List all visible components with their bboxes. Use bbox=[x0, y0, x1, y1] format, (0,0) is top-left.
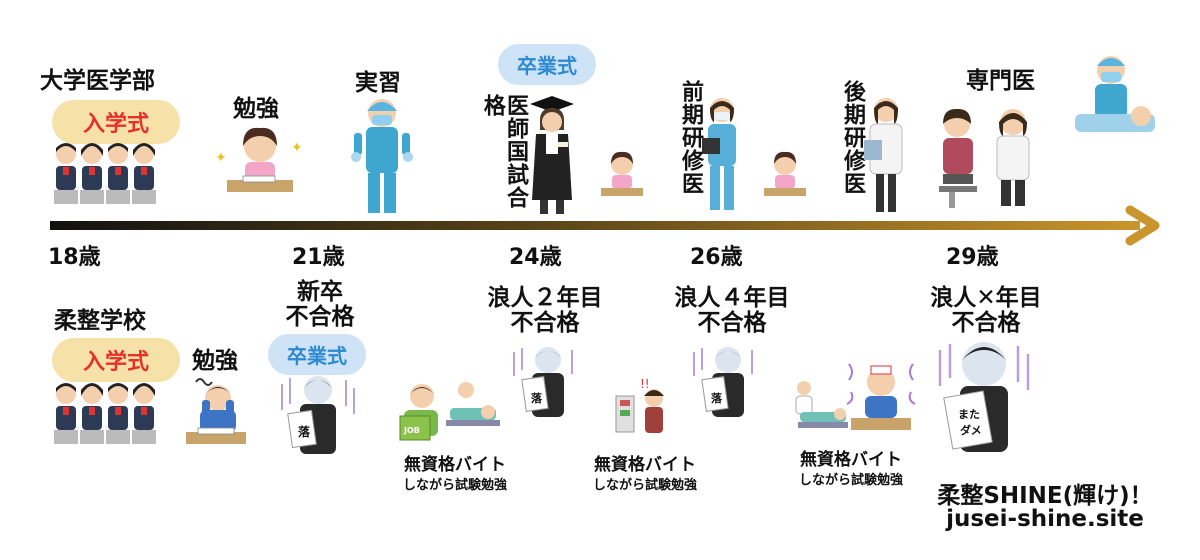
struggling-student-illustration bbox=[186, 378, 246, 444]
fail-year4-label: 浪人４年目 不合格 bbox=[664, 285, 800, 337]
surgeon-illustration bbox=[351, 99, 413, 213]
small-studying-girl-icon-2 bbox=[764, 151, 806, 196]
exam-pass-label: 医師国試合格 bbox=[479, 94, 528, 209]
stressed-student-illustration bbox=[846, 363, 916, 430]
job2-title: 無資格バイト bbox=[594, 455, 696, 475]
part-time-job-illustration-2: !! bbox=[615, 377, 664, 433]
fail-year4-line1: 浪人４年目 bbox=[674, 285, 790, 311]
medical-entrance-badge: 入学式 bbox=[52, 100, 180, 144]
consultation-illustration bbox=[939, 108, 1030, 208]
part-time-job-illustration: JOB bbox=[399, 382, 500, 441]
fail-year2-line2: 不合格 bbox=[510, 310, 580, 337]
judo-entrance-badge: 入学式 bbox=[52, 338, 180, 382]
brand-url[interactable]: jusei-shine.site bbox=[946, 506, 1144, 532]
judo-study-label: 勉強 bbox=[192, 348, 238, 374]
medical-graduation-badge: 卒業式 bbox=[498, 44, 596, 85]
small-studying-girl-icon bbox=[601, 151, 643, 196]
job3-sub: しながら試験勉強 bbox=[798, 473, 903, 488]
age-29: 29歳 bbox=[946, 245, 999, 270]
job1-title: 無資格バイト bbox=[404, 455, 506, 475]
age-24: 24歳 bbox=[509, 245, 562, 270]
job3-title: 無資格バイト bbox=[800, 450, 902, 470]
age-18: 18歳 bbox=[48, 245, 101, 270]
judo-graduation-badge: 卒業式 bbox=[268, 334, 366, 375]
doctor-illustration bbox=[864, 98, 903, 212]
paper-text-1: また bbox=[958, 408, 980, 421]
despairing-person-illustration: また ダメ bbox=[938, 342, 1030, 452]
brand-name: 柔整SHINE(輝け)！ bbox=[937, 483, 1153, 509]
svg-text:!!: !! bbox=[640, 377, 650, 391]
surgery-team-illustration bbox=[1075, 56, 1155, 132]
students-illustration bbox=[54, 143, 156, 204]
svg-text:✦: ✦ bbox=[291, 140, 303, 156]
fail-year2-label: 浪人２年目 不合格 bbox=[480, 285, 610, 337]
job2-sub: しながら試験勉強 bbox=[592, 478, 697, 493]
job1-sub: しながら試験勉強 bbox=[402, 478, 507, 493]
late-resident-label: 後期研修医 bbox=[840, 80, 865, 195]
resident-nurse-illustration bbox=[702, 98, 736, 210]
fail-yearx-label: 浪人✕年目 不合格 bbox=[916, 285, 1056, 337]
medical-practice-label: 実習 bbox=[355, 70, 401, 96]
paper-text-2: ダメ bbox=[960, 423, 982, 437]
svg-text:✦: ✦ bbox=[215, 150, 227, 166]
part-time-job-illustration-3 bbox=[795, 381, 848, 428]
fail-year2-line1: 浪人２年目 bbox=[487, 285, 603, 311]
fail-yearx-line1: 浪人✕年目 bbox=[930, 285, 1042, 311]
failed-exam-person-illustration-2: 落 bbox=[513, 347, 573, 417]
fail-stamp-icon-3: 落 bbox=[711, 391, 723, 405]
age-21: 21歳 bbox=[292, 245, 345, 270]
fail-stamp-icon-2: 落 bbox=[531, 391, 543, 405]
age-26: 26歳 bbox=[690, 245, 743, 270]
fail-stamp-icon: 落 bbox=[298, 424, 311, 439]
failed-exam-person-illustration-3: 落 bbox=[693, 347, 753, 417]
fail-new-grad-label: 新卒 不合格 bbox=[280, 279, 360, 331]
specialist-label: 専門医 bbox=[966, 68, 1035, 94]
fail-year4-line2: 不合格 bbox=[697, 310, 767, 337]
fail-new-grad-line1: 新卒 bbox=[297, 279, 343, 305]
early-resident-label: 前期研修医 bbox=[678, 80, 703, 195]
judo-start-label: 柔整学校 bbox=[54, 308, 146, 334]
students-illustration-2 bbox=[54, 383, 156, 444]
fail-new-grad-line2: 不合格 bbox=[285, 304, 355, 331]
medical-start-label: 大学医学部 bbox=[40, 68, 155, 94]
fail-yearx-line2: 不合格 bbox=[951, 310, 1021, 337]
studying-girl-illustration: ✦✦ bbox=[215, 127, 303, 192]
job-book-icon: JOB bbox=[403, 426, 420, 435]
medical-study-label: 勉強 bbox=[233, 96, 279, 122]
graduate-illustration bbox=[530, 96, 574, 214]
failed-exam-person-illustration: 落 bbox=[281, 376, 355, 454]
